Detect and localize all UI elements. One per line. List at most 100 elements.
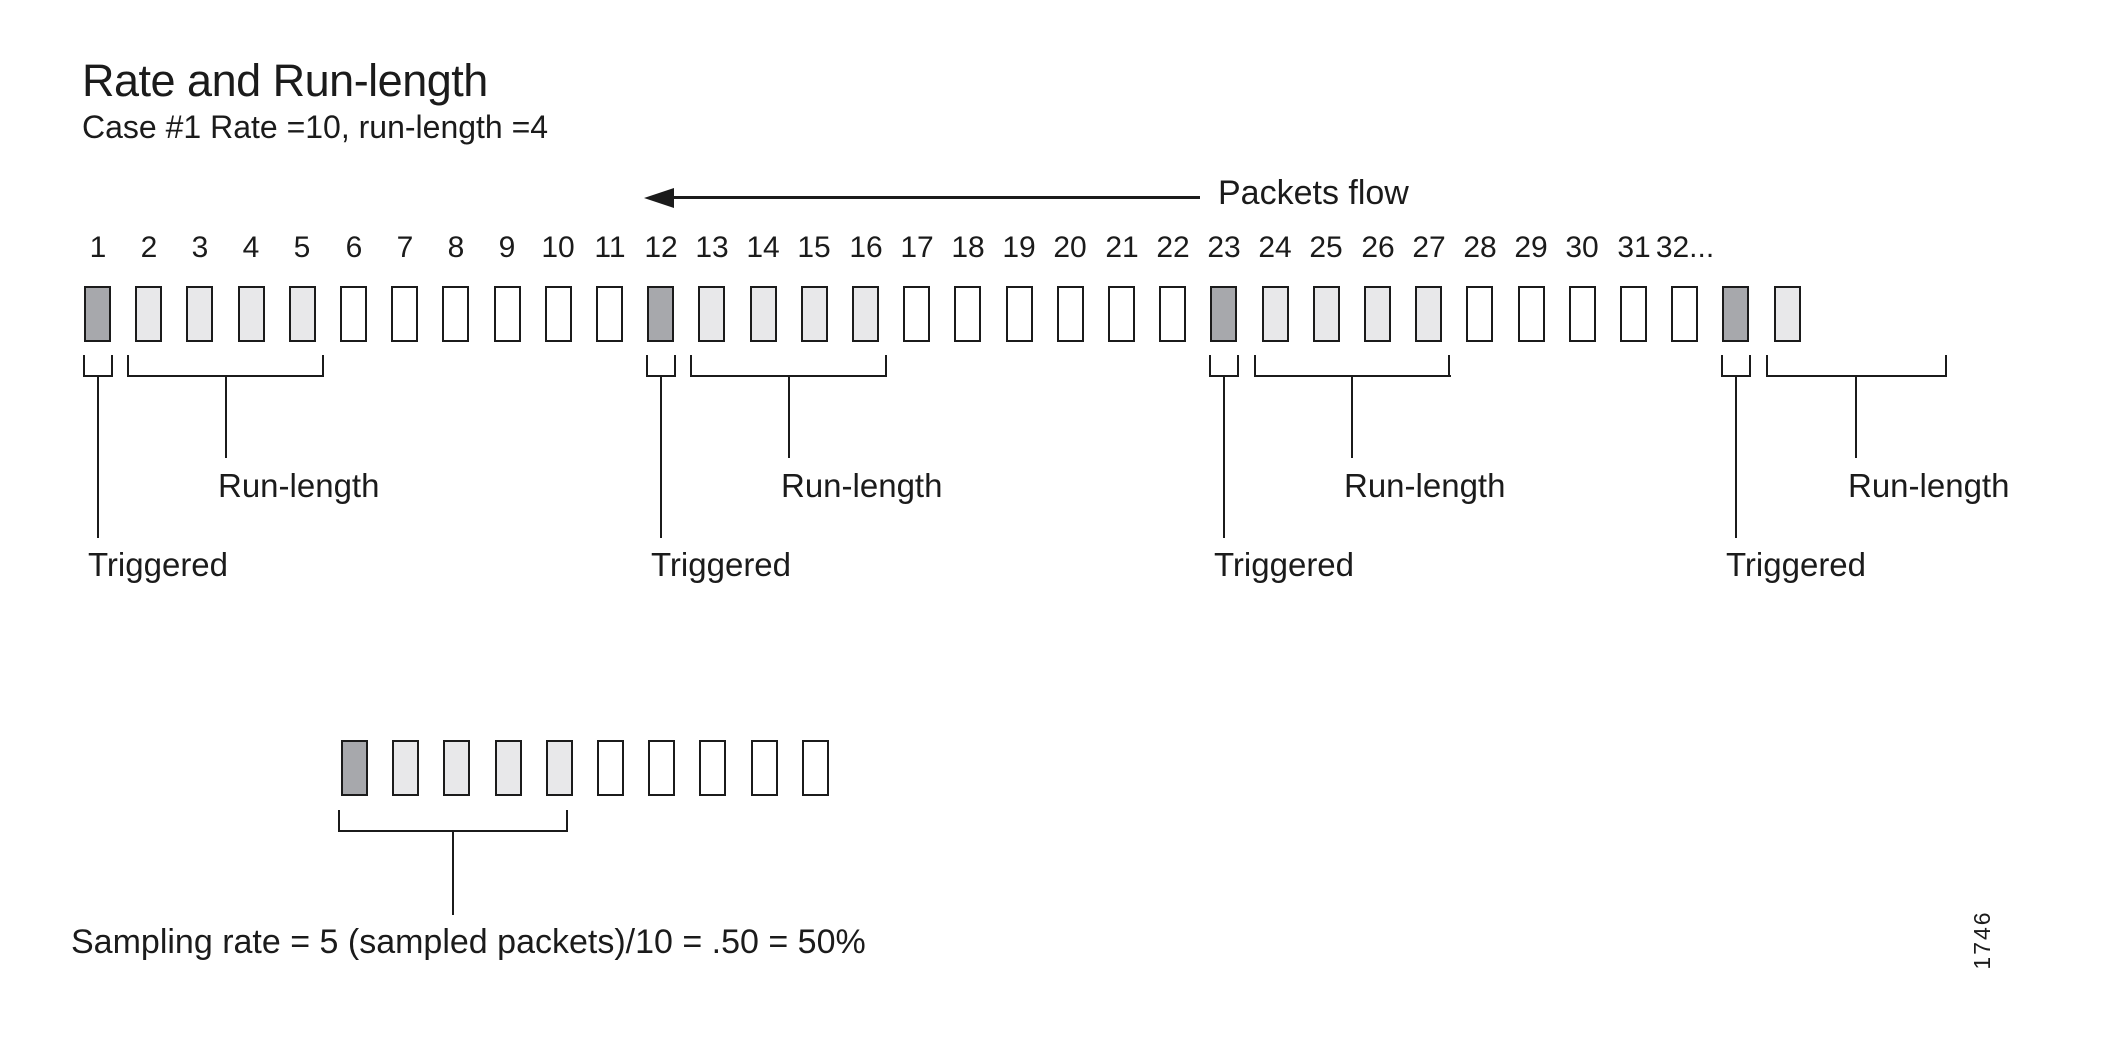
runlength-bracket-stem [225,377,227,458]
packet-number: 2 [140,231,158,264]
packet-number: 17 [900,231,934,264]
runlength-bracket-left-tick [1254,355,1256,375]
packets-flow-arrow-line [672,196,1200,199]
packet-number: 4 [242,231,260,264]
packet-number: 25 [1309,231,1343,264]
packet-number: 28 [1463,231,1497,264]
packet-box [340,286,367,342]
packet-box [1364,286,1391,342]
triggered-bracket-stem [1223,377,1225,538]
packet-number: 26 [1361,231,1395,264]
packet-number: 13 [695,231,729,264]
packet-box [84,286,111,342]
packet-number: 11 [594,231,626,264]
triggered-bracket-right-tick [674,355,676,375]
packet-box [495,740,522,796]
figure-subtitle: Case #1 Rate =10, run-length =4 [82,109,549,145]
packet-box [1518,286,1545,342]
sampling-bracket-left-tick [338,810,340,830]
runlength-bracket-line [1766,375,1947,377]
packet-box [801,286,828,342]
packet-box [852,286,879,342]
packet-box [238,286,265,342]
packet-box [596,286,623,342]
runlength-bracket-line [1254,375,1451,377]
runlength-bracket-stem [1855,377,1857,458]
packet-box [903,286,930,342]
packet-number: 1 [89,231,107,264]
runlength-bracket-right-tick [1448,355,1450,375]
run-length-label: Run-length [1848,467,2010,504]
packet-box [341,740,368,796]
packet-number: 9 [498,231,516,264]
triggered-bracket-line [646,375,676,377]
triggered-bracket-right-tick [1237,355,1239,375]
packet-number: 5 [293,231,311,264]
packet-number: 27 [1412,231,1446,264]
runlength-bracket-left-tick [690,355,692,375]
packet-box [750,286,777,342]
triggered-bracket-line [1721,375,1751,377]
triggered-bracket-left-tick [1721,355,1723,375]
triggered-label: Triggered [88,546,229,583]
packet-number: 8 [447,231,465,264]
runlength-bracket-left-tick [1766,355,1768,375]
packet-number: 15 [797,231,831,264]
packet-box [1262,286,1289,342]
packet-number: 3 [191,231,209,264]
triggered-bracket-line [1209,375,1239,377]
packet-number: 14 [746,231,780,264]
packets-flow-label: Packets flow [1218,174,1409,212]
packet-box [802,740,829,796]
triggered-bracket-line [83,375,113,377]
run-length-label: Run-length [781,467,943,504]
packet-box [954,286,981,342]
sampling-bracket-right-tick [566,810,568,830]
packet-box [494,286,521,342]
triggered-bracket-left-tick [646,355,648,375]
packet-box [1159,286,1186,342]
packet-number: 10 [541,231,575,264]
triggered-bracket-right-tick [1749,355,1751,375]
triggered-bracket-right-tick [111,355,113,375]
packet-number: 18 [951,231,985,264]
packet-box [391,286,418,342]
triggered-label: Triggered [651,546,792,583]
run-length-label: Run-length [1344,467,1506,504]
packet-number: 19 [1002,231,1036,264]
packet-number: 7 [396,231,414,264]
packet-box [1569,286,1596,342]
packet-box [751,740,778,796]
triggered-label: Triggered [1726,546,1867,583]
packet-number: 12 [644,231,678,264]
packet-number: 6 [345,231,363,264]
packet-number: 20 [1053,231,1087,264]
runlength-bracket-left-tick [127,355,129,375]
packet-box [392,740,419,796]
packets-flow-arrowhead-icon [644,188,674,208]
packet-box [186,286,213,342]
packet-box [647,286,674,342]
runlength-bracket-line [127,375,324,377]
packet-number: 16 [849,231,883,264]
packet-box [648,740,675,796]
packet-box [1057,286,1084,342]
triggered-bracket-stem [1735,377,1737,538]
triggered-label: Triggered [1214,546,1355,583]
packet-number: 24 [1258,231,1292,264]
packet-box [1722,286,1749,342]
packet-box [597,740,624,796]
packet-box [1006,286,1033,342]
packet-number: 29 [1514,231,1548,264]
packet-number: 22 [1156,231,1190,264]
packet-box [135,286,162,342]
runlength-bracket-line [690,375,887,377]
triggered-bracket-stem [660,377,662,538]
packet-box [442,286,469,342]
figure-title: Rate and Run-length [82,55,488,106]
packet-number: 23 [1207,231,1241,264]
triggered-bracket-stem [97,377,99,538]
runlength-bracket-right-tick [1945,355,1947,375]
triggered-bracket-left-tick [1209,355,1211,375]
